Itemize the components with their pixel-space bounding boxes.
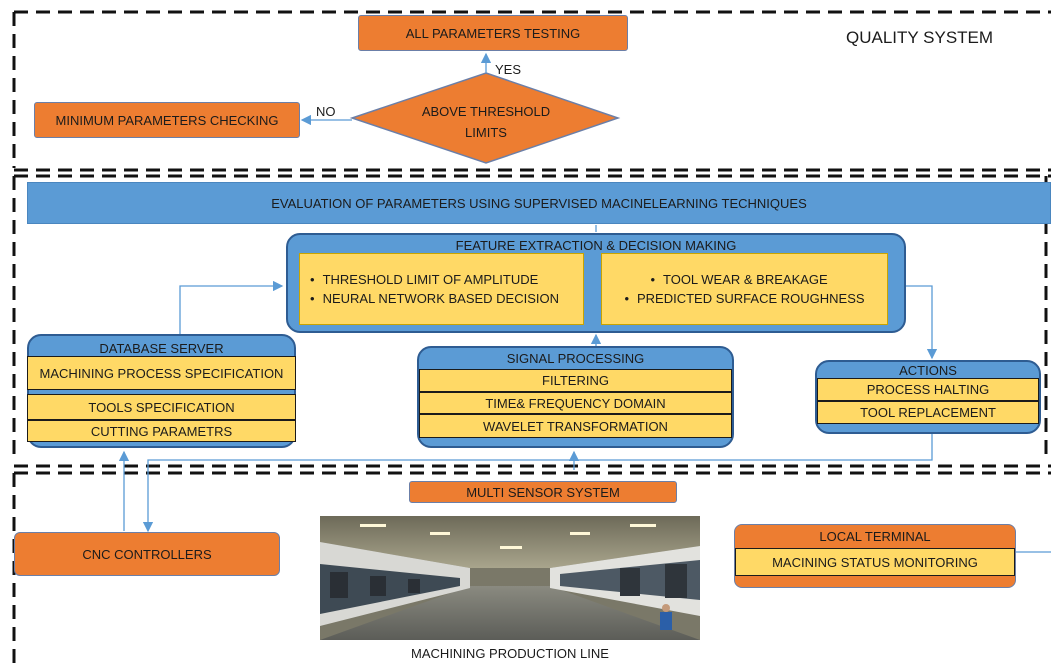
- feature-right-item: PREDICTED SURFACE ROUGHNESS: [624, 291, 865, 306]
- decision-line-1: ABOVE THRESHOLD: [421, 104, 551, 119]
- decision-text: ABOVE THRESHOLD LIMITS: [400, 101, 572, 143]
- arrow-actions-cnc: [142, 434, 933, 533]
- feature-right-panel: TOOL WEAR & BREAKAGE PREDICTED SURFACE R…: [601, 253, 888, 325]
- no-label: NO: [316, 104, 336, 119]
- feature-left-list: THRESHOLD LIMIT OF AMPLITUDE NEURAL NETW…: [310, 268, 559, 310]
- minimum-parameters-box: MINIMUM PARAMETERS CHECKING: [34, 102, 300, 138]
- database-row: CUTTING PARAMETRS: [27, 420, 296, 442]
- feature-right-list: TOOL WEAR & BREAKAGE PREDICTED SURFACE R…: [624, 268, 865, 310]
- arrow-db-feature: [179, 280, 284, 334]
- database-row: MACHINING PROCESS SPECIFICATION: [27, 356, 296, 390]
- decision-diamond: [349, 72, 621, 164]
- local-terminal-title: LOCAL TERMINAL: [819, 529, 931, 544]
- arrow-feature-actions: [905, 285, 938, 360]
- all-parameters-testing-text: ALL PARAMETERS TESTING: [405, 25, 581, 41]
- feature-left-item: THRESHOLD LIMIT OF AMPLITUDE: [310, 272, 559, 287]
- actions-title: ACTIONS: [899, 363, 957, 378]
- signal-row: WAVELET TRANSFORMATION: [419, 414, 732, 438]
- actions-row: PROCESS HALTING: [817, 378, 1039, 401]
- evaluation-banner: EVALUATION OF PARAMETERS USING SUPERVISE…: [27, 182, 1051, 224]
- feature-right-item: TOOL WEAR & BREAKAGE: [650, 272, 864, 287]
- status-monitoring-row: MACINING STATUS MONITORING: [735, 548, 1015, 576]
- feature-extraction-title: FEATURE EXTRACTION & DECISION MAKING: [455, 238, 737, 253]
- factory-image: [320, 516, 700, 640]
- multi-sensor-system-text: MULTI SENSOR SYSTEM: [466, 484, 620, 500]
- all-parameters-testing-box: ALL PARAMETERS TESTING: [358, 15, 628, 51]
- evaluation-banner-text: EVALUATION OF PARAMETERS USING SUPERVISE…: [271, 195, 807, 211]
- multi-sensor-system-box: MULTI SENSOR SYSTEM: [409, 481, 677, 503]
- feature-left-panel: THRESHOLD LIMIT OF AMPLITUDE NEURAL NETW…: [299, 253, 584, 325]
- production-line-label: MACHINING PRODUCTION LINE: [411, 646, 609, 661]
- minimum-parameters-text: MINIMUM PARAMETERS CHECKING: [55, 112, 279, 128]
- section-borders: [12, 10, 1051, 665]
- signal-processing-title: SIGNAL PROCESSING: [506, 351, 645, 366]
- decision-line-2: LIMITS: [465, 125, 507, 140]
- database-server-title: DATABASE SERVER: [99, 341, 224, 356]
- feature-left-item: NEURAL NETWORK BASED DECISION: [310, 291, 559, 306]
- cnc-controllers-box: CNC CONTROLLERS: [14, 532, 280, 576]
- yes-label: YES: [495, 62, 522, 77]
- signal-row: FILTERING: [419, 369, 732, 392]
- cnc-controllers-text: CNC CONTROLLERS: [82, 546, 212, 562]
- signal-row: TIME& FREQUENCY DOMAIN: [419, 392, 732, 414]
- production-line-photo: [320, 516, 700, 640]
- database-row: TOOLS SPECIFICATION: [27, 394, 296, 420]
- quality-system-label: QUALITY SYSTEM: [846, 28, 994, 47]
- actions-row: TOOL REPLACEMENT: [817, 401, 1039, 424]
